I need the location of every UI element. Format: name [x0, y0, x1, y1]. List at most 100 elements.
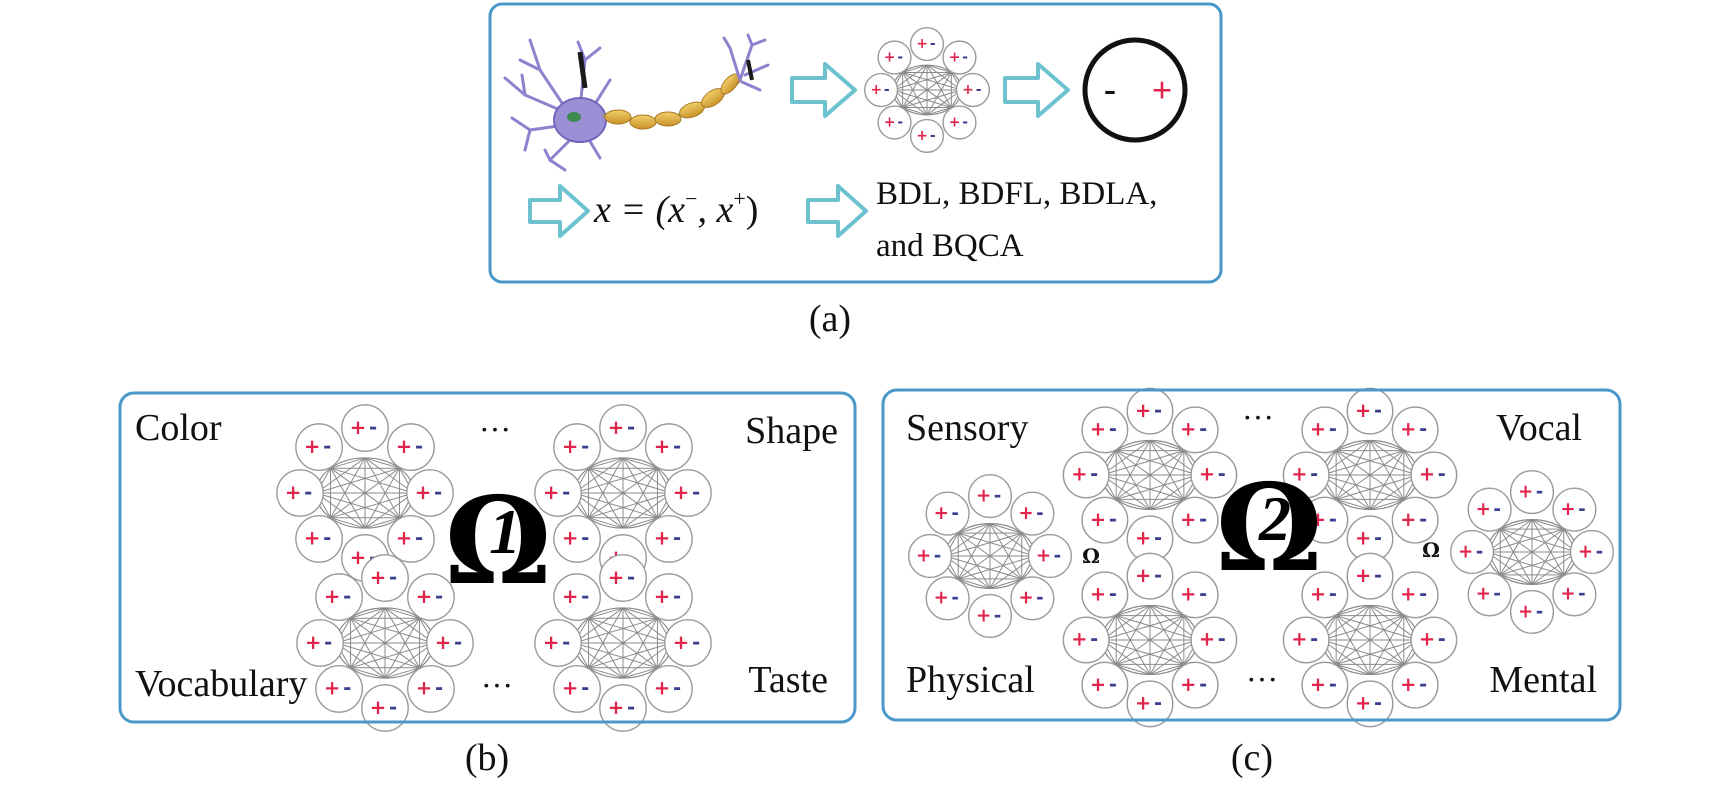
node-plus: + [934, 503, 949, 524]
bipolar-node: +- [406, 469, 454, 517]
equation-minus-sup: − [685, 186, 697, 211]
bipolar-cluster-c-top-right: +-+-+-+-+-+-+-+- [1282, 387, 1458, 563]
node-minus: - [454, 631, 462, 654]
mesh-edge [622, 607, 658, 619]
bipolar-node: +- [955, 72, 991, 108]
node-plus: + [870, 82, 882, 98]
bipolar-node: +- [925, 576, 970, 621]
node-minus: - [1218, 463, 1226, 486]
bipolar-node: +- [1282, 451, 1330, 499]
node-minus: - [343, 585, 351, 608]
node-plus: + [1090, 673, 1106, 696]
mesh-edge [1335, 615, 1371, 675]
bipolar-node: +- [296, 619, 344, 667]
node-minus: - [1109, 508, 1117, 531]
bipolar-node: +- [1391, 406, 1439, 454]
node-plus: + [976, 485, 991, 506]
node-minus: - [1154, 564, 1162, 587]
mesh-edge [622, 667, 658, 679]
node-minus: - [673, 435, 681, 458]
bipolar-node: +- [645, 515, 693, 563]
mesh-edge [1500, 519, 1533, 530]
mesh-edge [588, 617, 658, 669]
node-minus: - [1090, 463, 1098, 486]
mesh-edge [1116, 663, 1151, 675]
bipolar-node: +- [341, 404, 389, 452]
node-plus: + [1135, 399, 1151, 422]
mesh-edge [1369, 605, 1404, 617]
bipolar-node: +- [925, 491, 970, 536]
node-plus: + [285, 481, 302, 504]
node-minus: - [962, 50, 968, 66]
mesh-edge [1486, 551, 1533, 585]
equation-lhs: x = (x [593, 189, 685, 231]
bipolar-cluster-icon: +-+-+-+-+-+-+-+- [863, 26, 991, 154]
mesh-edge [588, 467, 672, 494]
node-plus: + [934, 588, 949, 609]
mesh-edge [1369, 498, 1404, 510]
bipolar-node: +- [295, 423, 343, 471]
node-minus: - [1109, 583, 1117, 606]
mesh-edge [958, 523, 991, 534]
node-plus: + [1180, 508, 1196, 531]
mesh-edge [588, 617, 624, 679]
node-minus: - [1154, 527, 1162, 550]
node-minus: - [1578, 499, 1586, 520]
node-minus: - [1438, 463, 1446, 486]
node-minus: - [562, 631, 570, 654]
node-minus: - [1374, 527, 1382, 550]
bipolar-node: +- [907, 533, 953, 579]
bipolar-node: +- [1346, 515, 1394, 563]
node-minus: - [951, 588, 959, 609]
mesh-edge [1101, 474, 1151, 510]
bipolar-node: +- [1509, 469, 1555, 515]
charge-plus: + [1152, 70, 1173, 110]
equation-plus-sup: + [733, 186, 745, 211]
node-plus: + [1018, 588, 1033, 609]
caption-a: (a) [809, 298, 851, 340]
node-plus: + [1135, 692, 1151, 715]
bipolar-node: +- [645, 573, 693, 621]
bipolar-node: +- [1391, 661, 1439, 709]
node-plus: + [396, 527, 413, 550]
node-minus: - [1199, 418, 1207, 441]
node-plus: + [916, 545, 931, 566]
bipolar-node: +- [645, 665, 693, 713]
mesh-edge [1321, 474, 1371, 510]
node-plus: + [949, 115, 961, 131]
node-minus: - [1578, 584, 1586, 605]
node-plus: + [1419, 463, 1435, 486]
bipolar-node: +- [553, 573, 601, 621]
node-minus: - [673, 527, 681, 550]
small-omega-left: Ω [1082, 544, 1100, 568]
node-plus: + [305, 631, 322, 654]
node-minus: - [323, 527, 331, 550]
bipolar-cluster-b-top-left: +-+-+-+-+-+-+-+- [276, 404, 454, 582]
mesh-edge [1115, 615, 1151, 675]
bipolar-node: +- [407, 665, 455, 713]
panel-b-frame [118, 391, 857, 724]
node-plus: + [1199, 628, 1215, 651]
node-plus: + [1476, 499, 1491, 520]
node-minus: - [627, 566, 635, 589]
bipolar-node: +- [1467, 572, 1512, 617]
mesh-edge [902, 72, 928, 116]
node-minus: - [1109, 673, 1117, 696]
node-minus: - [324, 631, 332, 654]
node-plus: + [1310, 583, 1326, 606]
bipolar-node: +- [877, 105, 912, 140]
bipolar-node: +- [1346, 552, 1394, 600]
node-plus: + [1518, 601, 1533, 622]
node-plus: + [1310, 508, 1326, 531]
bipolar-node: +- [276, 469, 324, 517]
omega-symbol: Ω [1216, 458, 1323, 599]
mesh-edge [364, 517, 400, 529]
bipolar-node: +- [1171, 496, 1219, 544]
bipolar-node: +- [599, 684, 647, 732]
node-plus: + [654, 585, 671, 608]
node-plus: + [1090, 583, 1106, 606]
mesh-edge [350, 617, 420, 669]
equation-rhs: ) [746, 189, 759, 231]
node-minus: - [1419, 418, 1427, 441]
node-minus: - [1419, 673, 1427, 696]
